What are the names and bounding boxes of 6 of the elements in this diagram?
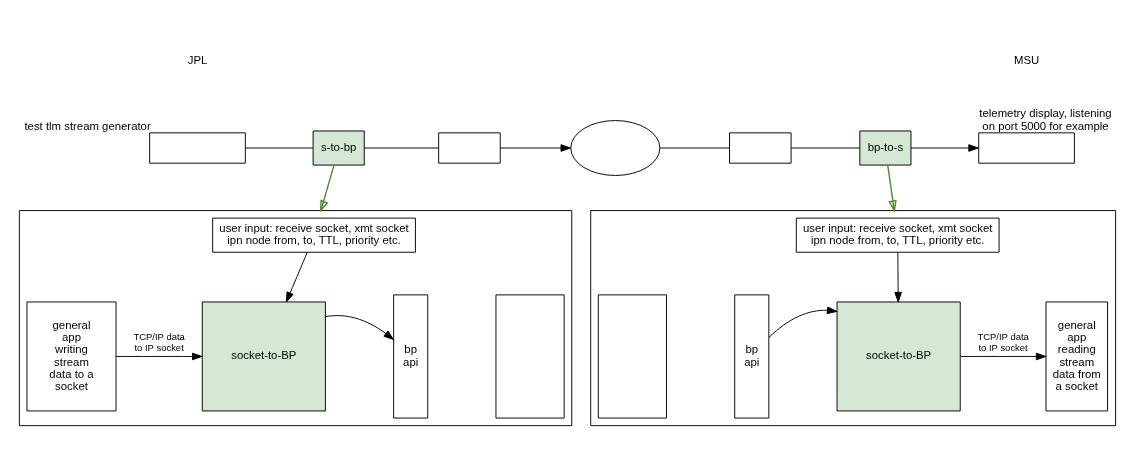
label: JPL	[187, 53, 208, 66]
edge-label: TCP/IP data to IP socket	[977, 330, 1029, 353]
label: MSU	[1013, 53, 1040, 66]
node-label: test tlm stream generator	[24, 119, 151, 132]
node-label: telemetry display, listening on port 5000 for example	[979, 106, 1112, 132]
edge-label: TCP/IP data to IP socket	[133, 330, 185, 353]
